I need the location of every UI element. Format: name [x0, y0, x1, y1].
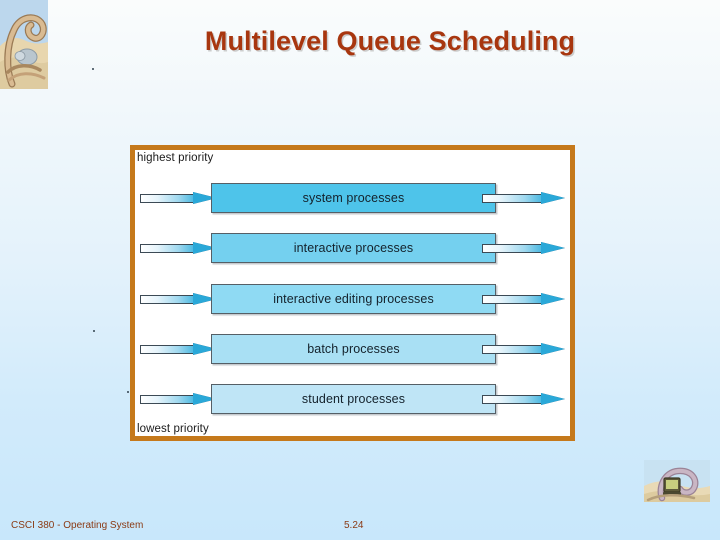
arrow-head [541, 293, 565, 305]
arrow-tail [482, 244, 544, 253]
arrow-tail [482, 295, 544, 304]
multilevel-queue-figure: highest priority system processes intera… [130, 145, 575, 441]
footer-course-text: CSCI 380 - Operating System [11, 520, 144, 531]
arrow-head [541, 192, 565, 204]
bullet-dot [127, 391, 129, 393]
queue-output-arrow-icon [482, 393, 566, 406]
queue-input-arrow-icon [140, 293, 218, 306]
bullet-dot [93, 330, 95, 332]
highest-priority-label: highest priority [137, 152, 214, 164]
queue-row: system processes [135, 183, 570, 213]
arrow-tail [482, 395, 544, 404]
queue-row: batch processes [135, 334, 570, 364]
queue-box-interactive-processes: interactive processes [211, 233, 496, 263]
queue-input-arrow-icon [140, 343, 218, 356]
arrow-tail [140, 345, 196, 354]
queue-output-arrow-icon [482, 293, 566, 306]
arrow-tail [140, 395, 196, 404]
queue-label: system processes [302, 191, 405, 205]
arrow-head [541, 242, 565, 254]
arrow-tail [140, 194, 196, 203]
queue-row: student processes [135, 384, 570, 414]
footer-page-number: 5.24 [344, 520, 364, 531]
bullet-dot [92, 68, 94, 70]
arrow-head [541, 393, 565, 405]
queue-input-arrow-icon [140, 393, 218, 406]
queue-row: interactive editing processes [135, 284, 570, 314]
queue-row: interactive processes [135, 233, 570, 263]
queue-box-batch-processes: batch processes [211, 334, 496, 364]
queue-label: student processes [301, 392, 406, 406]
queue-box-system-processes: system processes [211, 183, 496, 213]
queue-output-arrow-icon [482, 242, 566, 255]
dinosaur-logo-icon [0, 0, 48, 89]
lowest-priority-label: lowest priority [137, 423, 209, 435]
queue-input-arrow-icon [140, 242, 218, 255]
queue-box-student-processes: student processes [211, 384, 496, 414]
dinosaur-computer-logo-image [638, 458, 716, 508]
arrow-tail [140, 244, 196, 253]
queue-label: interactive processes [293, 241, 414, 255]
queue-output-arrow-icon [482, 192, 566, 205]
queue-input-arrow-icon [140, 192, 218, 205]
queue-output-arrow-icon [482, 343, 566, 356]
queue-label: batch processes [307, 342, 400, 356]
dinosaur-logo-image [0, 0, 48, 89]
arrow-head [541, 343, 565, 355]
queue-box-interactive-editing-processes: interactive editing processes [211, 284, 496, 314]
arrow-tail [482, 345, 544, 354]
arrow-tail [482, 194, 544, 203]
queue-label: interactive editing processes [273, 292, 434, 306]
slide-title: Multilevel Queue Scheduling [204, 26, 576, 56]
dinosaur-computer-icon [644, 460, 710, 502]
arrow-tail [140, 295, 196, 304]
